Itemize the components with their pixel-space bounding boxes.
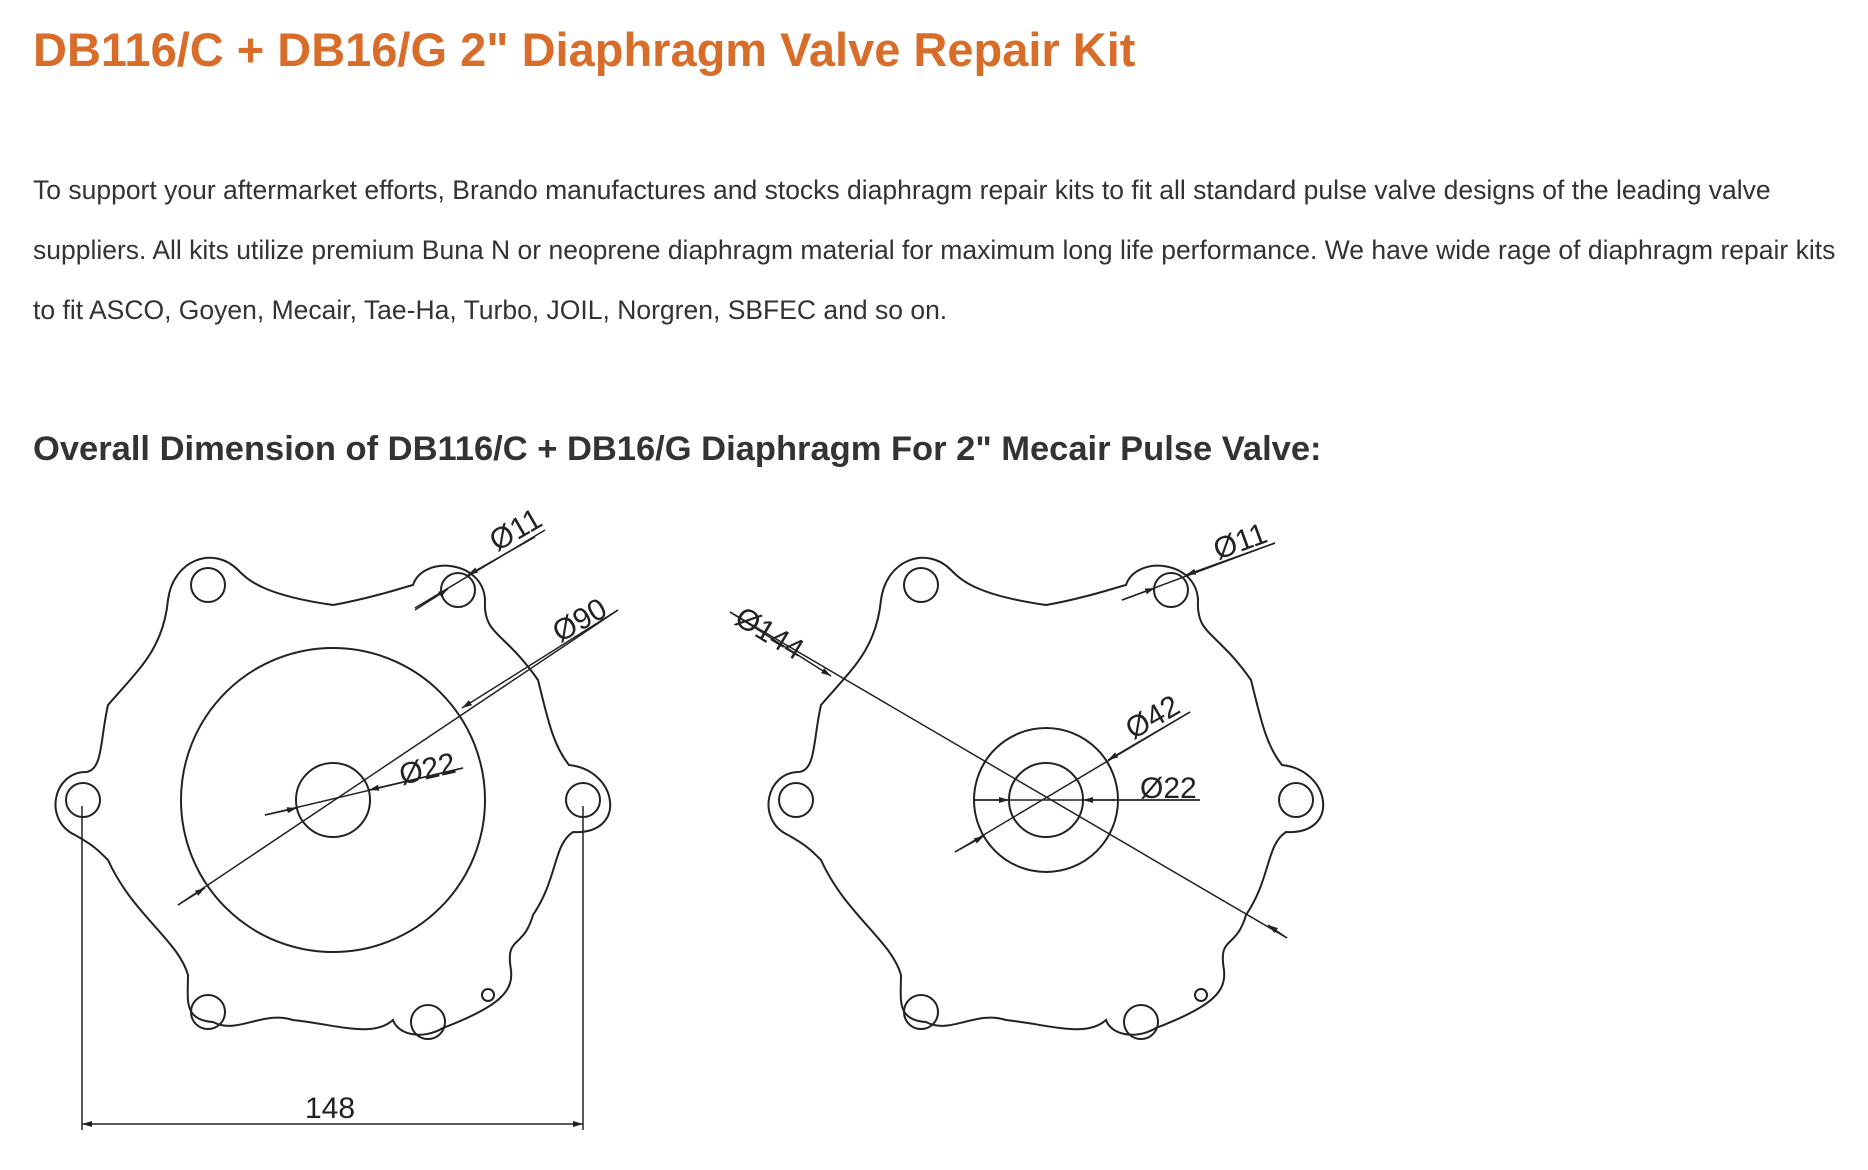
left-center-dia-label: Ø22 <box>396 747 459 792</box>
left-center-hole <box>295 762 371 838</box>
intro-paragraph: To support your aftermarket efforts, Bra… <box>33 175 1836 325</box>
dimension-drawing: Ø11 Ø90 Ø22 148 Ø11 Ø144 <box>54 502 1325 1130</box>
right-hole-dia-label: Ø11 <box>1209 517 1271 567</box>
left-outer-circle <box>180 647 486 953</box>
page-title: DB116/C + DB16/G 2" Diaphragm Valve Repa… <box>33 23 1136 76</box>
left-diaphragm-drawing: Ø11 Ø90 Ø22 148 <box>54 502 619 1130</box>
section-heading: Overall Dimension of DB116/C + DB16/G Di… <box>33 430 1322 468</box>
right-ring-dia-label: Ø42 <box>1120 689 1186 746</box>
right-diaphragm-drawing: Ø11 Ø144 Ø42 Ø22 <box>729 517 1325 1040</box>
left-hole-dia-label: Ø11 <box>484 502 548 558</box>
left-width-label: 148 <box>305 1092 355 1125</box>
right-outer-dia-label: Ø144 <box>729 601 809 667</box>
left-outer-dia-label: Ø90 <box>547 592 613 649</box>
right-center-dia-label: Ø22 <box>1140 772 1197 805</box>
